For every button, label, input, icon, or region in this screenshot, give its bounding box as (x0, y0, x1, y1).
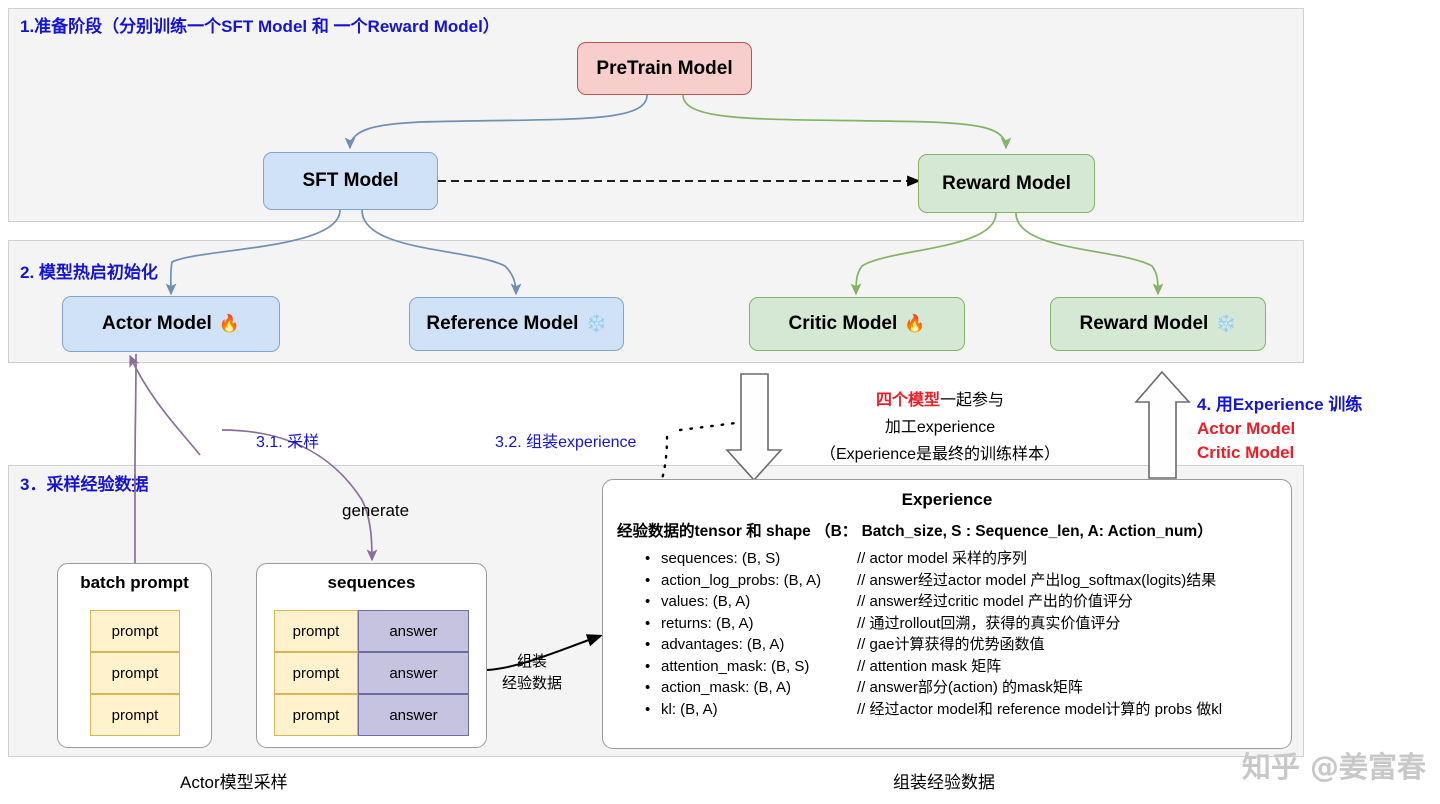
node-reward-model-top[interactable]: Reward Model (918, 154, 1095, 213)
note-step-4-line3: Critic Model (1197, 443, 1295, 462)
note-step-4-line2: Actor Model (1197, 419, 1296, 438)
label-assemble-line1: 组装 (517, 653, 548, 670)
experience-item-comment: // 通过rollout回溯，获得的真实价值评分 (857, 614, 1121, 632)
node-sft-model-label: SFT Model (302, 170, 399, 191)
experience-item: • action_log_probs: (B, A) // answer经过acto… (645, 570, 1222, 592)
node-critic-model[interactable]: Critic Model 🔥 (749, 297, 965, 351)
node-pretrain-model-label: PreTrain Model (596, 57, 733, 79)
node-reference-model-label: Reference Model (426, 313, 579, 334)
experience-item-comment: // gae计算获得的优势函数值 (857, 636, 1045, 653)
note-step-4: 4. 用Experience 训练 Actor Model Critic Mod… (1197, 390, 1362, 463)
experience-item-comment: // actor model 采样的序列 (857, 550, 1028, 567)
node-reward-model-top-label: Reward Model (942, 172, 1071, 194)
note-four-models-red: 四个模型 (875, 392, 940, 409)
prompt-cell: prompt (274, 610, 358, 652)
answer-cell: answer (358, 610, 469, 652)
node-actor-model[interactable]: Actor Model 🔥 (62, 296, 280, 352)
note-four-models-line2: 加工experience (884, 419, 996, 436)
bullet-icon: • (645, 657, 651, 675)
sequences-row-2: prompt answer (274, 694, 469, 736)
node-pretrain-model[interactable]: PreTrain Model (577, 42, 752, 95)
experience-item-list: • sequences: (B, S) // actor model 采样的序列 •… (645, 548, 1222, 720)
label-step-3-2: 3.2. 组装experience (495, 434, 637, 451)
node-sft-model[interactable]: SFT Model (263, 152, 438, 210)
fire-icon: 🔥 (218, 313, 240, 334)
experience-subtitle: 经验数据的tensor 和 shape （B： Batch_size, S : … (617, 523, 1213, 540)
experience-item-comment: // attention mask 矩阵 (857, 657, 1002, 675)
panel-sampling-title: 3．采样经验数据 (20, 475, 149, 494)
experience-item-comment: // 经过actor model和 reference model计算的 pro… (857, 700, 1223, 718)
batch-prompt-title: batch prompt (80, 573, 189, 592)
bullet-icon: • (645, 571, 651, 589)
sequences-box: sequences prompt answer prompt answer pr… (256, 563, 487, 748)
panel-prepare (8, 8, 1304, 222)
bullet-icon: • (645, 679, 651, 696)
answer-cell: answer (358, 652, 469, 694)
experience-item-comment: // answer经过actor model 产出log_softmax(log… (857, 571, 1217, 589)
panel-warmstart-title: 2. 模型热启初始化 (20, 263, 158, 282)
node-actor-model-label: Actor Model (102, 313, 212, 334)
bullet-icon: • (645, 550, 651, 567)
label-assemble-line2: 经验数据 (502, 675, 563, 692)
experience-item: • values: (B, A) // answer经过critic model 产… (645, 591, 1222, 613)
node-reference-model[interactable]: Reference Model ❄️ (409, 297, 624, 351)
experience-item-field: action_log_probs: (B, A) (661, 571, 822, 589)
prompt-cell: prompt (274, 652, 358, 694)
node-reward-model-2[interactable]: Reward Model ❄️ (1050, 297, 1266, 351)
experience-title: Experience (901, 490, 993, 509)
bullet-icon: • (645, 593, 651, 610)
note-step-4-line1: 4. 用Experience 训练 (1197, 395, 1363, 414)
experience-item-field: returns: (B, A) (661, 614, 754, 632)
sequences-title: sequences (327, 573, 416, 592)
prompt-cell: prompt (90, 652, 180, 694)
note-four-models-line3: （Experience是最终的训练样本） (819, 446, 1061, 463)
bullet-icon: • (645, 614, 651, 632)
caption-assemble-experience: 组装经验数据 (893, 773, 995, 792)
caption-actor-sampling: Actor模型采样 (180, 773, 288, 792)
batch-prompt-row-0: prompt (90, 610, 180, 652)
batch-prompt-row-2: prompt (90, 694, 180, 736)
experience-item: • kl: (B, A) // 经过actor model和 reference m… (645, 699, 1222, 721)
batch-prompt-box: batch prompt prompt prompt prompt (57, 563, 212, 748)
note-four-models: 四个模型一起参与 加工experience （Experience是最终的训练样… (790, 386, 1090, 464)
experience-item-comment: // answer经过critic model 产出的价值评分 (857, 593, 1133, 610)
label-generate: generate (342, 501, 410, 520)
sequences-row-1: prompt answer (274, 652, 469, 694)
label-step-3-1: 3.1. 采样 (256, 434, 320, 451)
prompt-cell: prompt (274, 694, 358, 736)
experience-item-field: action_mask: (B, A) (661, 679, 792, 696)
experience-item: • advantages: (B, A) // gae计算获得的优势函数值 (645, 634, 1222, 656)
watermark: 知乎 @姜富春 (1241, 750, 1426, 784)
experience-item-comment: // answer部分(action) 的mask矩阵 (857, 679, 1083, 696)
snowflake-icon: ❄️ (585, 313, 607, 334)
bullet-icon: • (645, 700, 651, 718)
experience-item-field: sequences: (B, S) (661, 550, 781, 567)
prompt-cell: prompt (90, 694, 180, 736)
experience-item: • sequences: (B, S) // actor model 采样的序列 (645, 548, 1222, 570)
experience-item: • attention_mask: (B, S) // attention mask… (645, 656, 1222, 678)
snowflake-icon-2: ❄️ (1215, 313, 1237, 334)
sequences-row-0: prompt answer (274, 610, 469, 652)
experience-box: Experience 经验数据的tensor 和 shape （B： Batch… (602, 479, 1292, 749)
panel-prepare-title: 1.准备阶段（分别训练一个SFT Model 和 一个Reward Model） (20, 17, 500, 36)
answer-cell: answer (358, 694, 469, 736)
batch-prompt-row-1: prompt (90, 652, 180, 694)
note-four-models-rest: 一起参与 (940, 392, 1005, 409)
experience-item-field: values: (B, A) (661, 593, 751, 610)
note-four-models-line1: 四个模型一起参与 (790, 386, 1090, 410)
experience-item-field: advantages: (B, A) (661, 636, 785, 653)
experience-item-field: attention_mask: (B, S) (661, 657, 810, 675)
node-critic-model-label: Critic Model (788, 313, 898, 334)
node-reward-model-2-label: Reward Model (1079, 313, 1209, 334)
prompt-cell: prompt (90, 610, 180, 652)
experience-item: • action_mask: (B, A) // answer部分(action) … (645, 677, 1222, 699)
fire-icon-2: 🔥 (904, 313, 926, 334)
bullet-icon: • (645, 636, 651, 653)
experience-item: • returns: (B, A) // 通过rollout回溯，获得的真实价值评分 (645, 613, 1222, 635)
experience-item-field: kl: (B, A) (661, 700, 718, 718)
